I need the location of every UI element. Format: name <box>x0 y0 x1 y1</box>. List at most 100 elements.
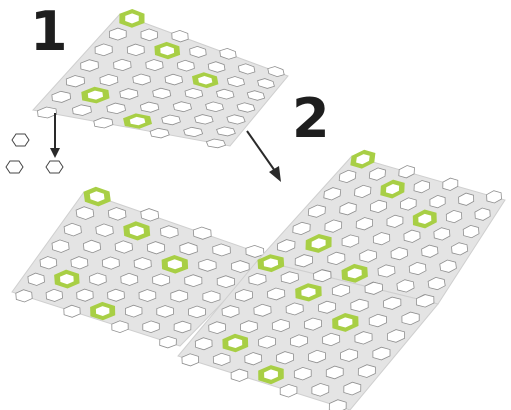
hex-cell <box>230 368 249 382</box>
hex-cell <box>386 329 406 343</box>
hex-tiles <box>11 9 506 410</box>
accent-hex-center <box>386 184 400 195</box>
hex-cell <box>113 58 132 72</box>
hex-cell <box>140 208 160 222</box>
hex-cell <box>75 206 95 220</box>
hex-cell <box>338 169 357 184</box>
accent-hex-center <box>160 45 175 56</box>
hex-cell <box>164 73 183 86</box>
accent-hex-center <box>338 317 353 328</box>
arrow-down-icon <box>50 113 60 158</box>
hex-cell <box>308 349 326 364</box>
hex-cell <box>107 288 125 302</box>
accent-hex-center <box>356 154 370 165</box>
hex-cell <box>221 305 240 318</box>
hex-cell <box>323 187 342 201</box>
hex-cell <box>133 257 152 271</box>
accent-hex-center <box>418 213 432 224</box>
tile-left <box>11 186 269 349</box>
hex-cell <box>276 239 296 253</box>
hex-cell <box>45 288 63 302</box>
hex-cell <box>171 29 189 43</box>
hex-cell <box>37 106 58 119</box>
hex-cell <box>95 223 114 237</box>
hex-cell <box>132 73 151 86</box>
hex-cell <box>280 271 299 284</box>
hex-cell <box>124 304 143 318</box>
accent-hex-center <box>60 274 74 285</box>
hex-cell <box>357 364 376 378</box>
accent-hex-center <box>129 225 144 237</box>
hex-cell <box>51 90 72 103</box>
hex-cell <box>205 138 227 149</box>
hex-cell <box>192 226 212 240</box>
hex-cell <box>94 43 113 57</box>
hex-cell <box>267 287 286 301</box>
accent-hex-center <box>264 369 278 380</box>
hex-cell <box>364 281 383 295</box>
hex-cell <box>396 279 415 293</box>
hex-cell <box>39 256 58 270</box>
hexagon-outline-icon <box>5 160 24 174</box>
hex-cell <box>189 45 207 58</box>
hex-cell <box>350 298 369 312</box>
hex-cell <box>293 366 312 381</box>
hex-cell <box>246 90 266 101</box>
hex-cell <box>294 254 314 268</box>
hex-cell <box>226 114 246 125</box>
hex-cell <box>179 242 198 256</box>
accent-hex-center <box>89 191 105 202</box>
hex-cell <box>107 207 127 221</box>
hex-cell <box>170 289 189 303</box>
hex-cell <box>341 234 360 248</box>
hex-cell <box>111 320 129 334</box>
tile-bottom-right <box>177 254 439 410</box>
hex-cell <box>176 59 195 72</box>
hex-cell <box>101 256 120 270</box>
hex-cell <box>368 167 386 181</box>
hex-cell <box>99 73 119 87</box>
hex-cell <box>234 289 254 302</box>
hex-cell <box>317 300 337 314</box>
hex-cell <box>354 331 373 345</box>
hex-cell <box>458 192 475 206</box>
hex-cell <box>331 283 351 297</box>
hex-cell <box>194 337 213 351</box>
hex-cell <box>340 348 359 362</box>
hex-cell <box>415 294 435 308</box>
hex-cell <box>327 251 346 266</box>
hex-cell <box>119 88 139 100</box>
hex-cell <box>80 59 99 72</box>
accent-hex-center <box>263 258 279 268</box>
hex-cell <box>212 243 231 257</box>
hex-cell <box>328 399 347 410</box>
tile-step1 <box>32 9 289 149</box>
hex-cell <box>313 269 332 283</box>
hex-cell <box>258 335 276 349</box>
hex-cell <box>216 126 236 137</box>
hex-cell <box>146 241 166 255</box>
hex-cell <box>172 101 192 113</box>
hex-cell <box>108 27 127 41</box>
hex-cell <box>354 184 372 199</box>
hex-cell <box>216 275 236 289</box>
hex-cell <box>106 102 126 115</box>
hex-cell <box>248 272 267 286</box>
hex-cell <box>226 76 245 88</box>
hex-cell <box>390 246 409 261</box>
hex-cell <box>307 204 326 218</box>
hex-cell <box>267 66 285 78</box>
hex-cell <box>51 239 70 253</box>
accent-hex-center <box>95 306 110 316</box>
hex-cell <box>160 225 179 239</box>
hex-cell <box>285 302 304 316</box>
hex-cell <box>72 104 92 116</box>
hex-cell <box>236 102 256 113</box>
loose-hex-pieces <box>5 133 64 174</box>
hex-cell <box>403 229 421 243</box>
arrow-diagonal-icon <box>246 130 281 182</box>
hex-cell <box>257 78 275 89</box>
hex-cell <box>212 352 231 366</box>
hex-cell <box>377 264 396 278</box>
